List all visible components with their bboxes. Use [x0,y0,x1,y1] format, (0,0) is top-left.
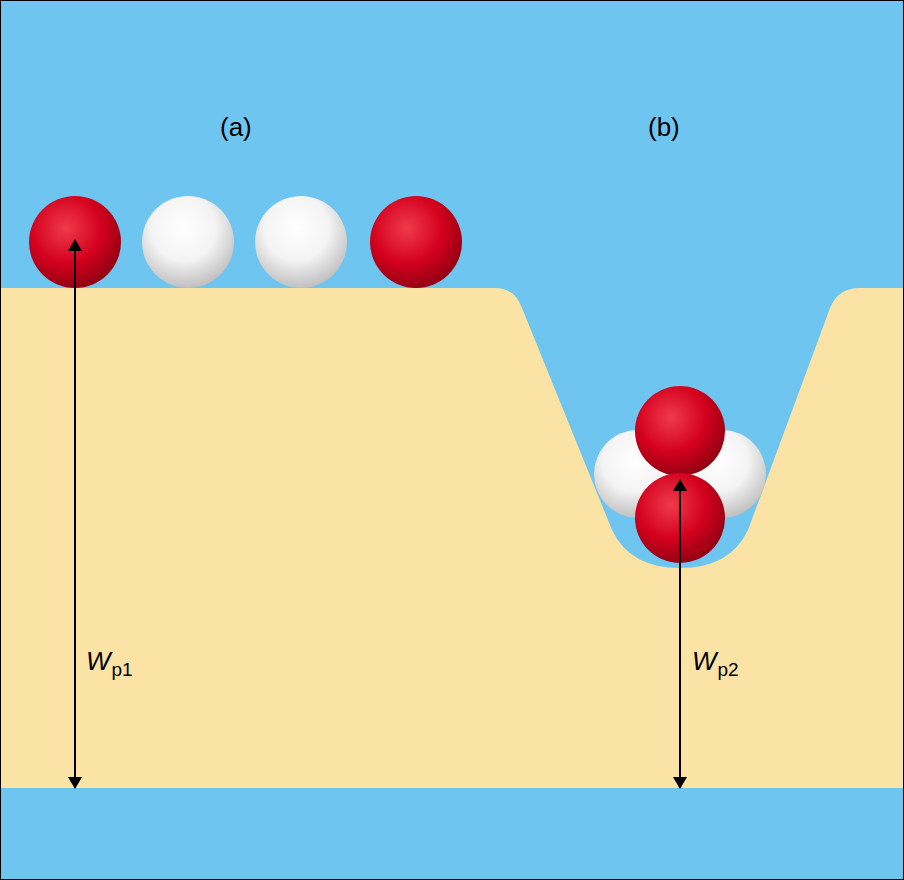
white-sphere [255,196,347,288]
work-function-symbol-group: Wp2 [692,648,739,679]
dimension-arrow [679,480,681,788]
white-sphere [142,196,234,288]
work-function-symbol: W [86,646,111,676]
dimension-arrow [74,240,76,788]
panel-label-group: (b) [648,114,680,140]
substrate-slab [0,288,904,788]
work-function-symbol-group: Wp1 [86,648,133,679]
work-function-symbol: W [692,646,717,676]
red-sphere [370,196,462,288]
panel-label: (b) [648,112,680,142]
panel-label: (a) [220,112,252,142]
panel-label-group: (a) [220,114,252,140]
subscript: p2 [718,659,739,680]
red-sphere [635,386,725,476]
subscript: p1 [112,659,133,680]
